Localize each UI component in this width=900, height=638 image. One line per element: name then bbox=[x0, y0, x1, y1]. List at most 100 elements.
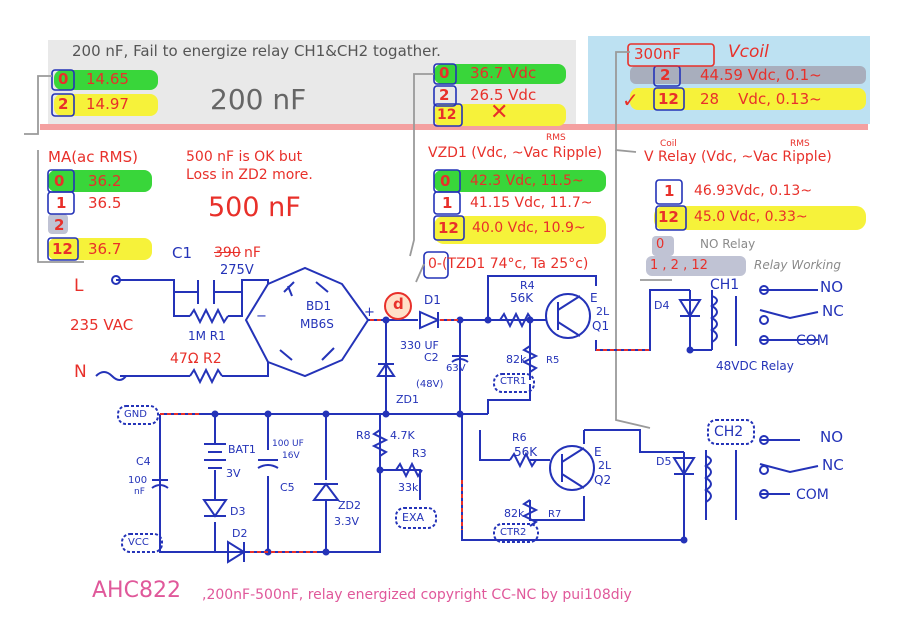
tr-val-2: 44.59 Vdc, 0.1~ bbox=[700, 66, 822, 84]
gnd-tag bbox=[117, 405, 159, 425]
ch1-nc-contact bbox=[759, 315, 769, 325]
r5-resistor bbox=[521, 345, 539, 373]
lbl-gnd: GND bbox=[124, 409, 147, 420]
hl-tm-12 bbox=[434, 104, 566, 126]
d1-diode bbox=[419, 310, 441, 330]
divider-band bbox=[40, 124, 868, 130]
ch2-no-contact bbox=[759, 435, 769, 445]
bd1-diode-b bbox=[315, 281, 329, 293]
lbl-q1: Q1 bbox=[592, 319, 610, 333]
lbl-d4: D4 bbox=[654, 299, 670, 312]
gray-connectors bbox=[24, 51, 672, 429]
ma-ch-2: 2 bbox=[54, 216, 65, 234]
r3-resistor bbox=[395, 461, 423, 479]
vr-coil: Coil bbox=[660, 139, 677, 149]
hl-vr-0 bbox=[652, 236, 674, 256]
lbl-ch2-no: NO bbox=[820, 428, 844, 446]
relay-output-lines bbox=[790, 289, 818, 341]
lbl-ctr2: CTR2 bbox=[500, 527, 527, 538]
lbl-r8-val: 4.7K bbox=[390, 429, 415, 442]
lbl-r2: 47Ω R2 bbox=[170, 351, 222, 367]
lbl-d5: D5 bbox=[656, 455, 672, 468]
lbl-ch1-com: COM bbox=[796, 333, 829, 349]
lbl-q1-e: E bbox=[590, 291, 598, 305]
vr-val-1: 46.93Vdc, 0.13~ bbox=[694, 183, 813, 199]
lbl-d3: D3 bbox=[230, 505, 246, 518]
lbl-r5-val: 82k bbox=[506, 353, 527, 366]
vr-working-ch: 1 , 2 , 12 bbox=[650, 258, 708, 273]
tl-ch-2: 2 bbox=[58, 95, 69, 113]
lbl-zd2-v: 3.3V bbox=[334, 515, 360, 528]
hl-tm-2 bbox=[434, 86, 566, 106]
lbl-minus: − bbox=[256, 309, 267, 324]
hl-tm-0 bbox=[434, 64, 566, 84]
l-terminal bbox=[111, 275, 121, 285]
lbl-r7-val: 82k bbox=[504, 507, 525, 520]
vz-temp: 0-(TZD1 74°c, Ta 25°c) bbox=[428, 256, 589, 272]
tr-vcoil: Vcoil bbox=[728, 42, 769, 62]
vz-val-12: 40.0 Vdc, 10.9~ bbox=[472, 220, 586, 236]
lbl-c1-v: 275V bbox=[220, 263, 254, 278]
footer-brand: AHC822 bbox=[92, 578, 181, 603]
vr-no-relay-ch: 0 bbox=[656, 237, 665, 252]
lbl-r3-val: 33k bbox=[398, 481, 419, 494]
hl-ma-2 bbox=[48, 214, 68, 234]
zd2-zener bbox=[312, 482, 340, 501]
lbl-r1: 1M R1 bbox=[188, 329, 226, 343]
ma-ch-1: 1 bbox=[56, 194, 67, 212]
vz-ch-1: 1 bbox=[442, 194, 453, 212]
lbl-c5-v: 16V bbox=[282, 451, 300, 461]
note-500-line2: Loss in ZD2 more. bbox=[186, 167, 313, 183]
ch2-nc-contact bbox=[759, 465, 769, 475]
hl-vr-working bbox=[646, 256, 746, 276]
tr-val-12: 28 Vdc, 0.13~ bbox=[700, 90, 822, 108]
r6-resistor bbox=[509, 451, 537, 469]
q2-internals bbox=[561, 447, 585, 489]
ctr2-tag bbox=[493, 523, 539, 543]
lbl-exa: EXA bbox=[402, 511, 425, 524]
lbl-vcc: VCC bbox=[128, 537, 149, 548]
d2-diode bbox=[227, 540, 246, 564]
vr-title: V Relay (Vdc, ~Vac Ripple) bbox=[644, 149, 832, 165]
tm-val-2: 26.5 Vdc bbox=[470, 86, 537, 104]
vz-ch-0: 0 bbox=[440, 172, 451, 190]
ch2-tag bbox=[707, 419, 755, 445]
vr-working-text: Relay Working bbox=[754, 258, 841, 272]
hl-tl-2 bbox=[54, 94, 158, 116]
top-left-title: 200 nF, Fail to energize relay CH1&CH2 t… bbox=[72, 42, 441, 60]
ch1-com-contact bbox=[759, 335, 769, 345]
c2-capacitor bbox=[451, 355, 469, 363]
lbl-bd1-part: MB6S bbox=[300, 317, 334, 331]
c4-capacitor bbox=[151, 479, 169, 489]
tr-ch-12: 12 bbox=[658, 90, 679, 108]
lbl-l: L bbox=[74, 276, 84, 296]
lbl-relay: 48VDC Relay bbox=[716, 359, 794, 373]
d3-diode bbox=[202, 499, 228, 518]
lbl-r4: R4 bbox=[520, 279, 535, 292]
lbl-bat1-v: 3V bbox=[226, 467, 241, 480]
bd1-diode-a bbox=[283, 281, 295, 297]
lbl-c1-new: nF bbox=[244, 245, 261, 261]
bat1-battery bbox=[204, 443, 226, 469]
lbl-c2: C2 bbox=[424, 351, 439, 364]
hl-ma-12 bbox=[48, 238, 152, 260]
note-500-line1: 500 nF is OK but bbox=[186, 149, 303, 165]
ch1-coil bbox=[710, 295, 718, 343]
lbl-c5: C5 bbox=[280, 481, 295, 494]
ch2-com-contact bbox=[759, 489, 769, 499]
q1-transistor bbox=[545, 293, 591, 339]
lbl-ch2-nc: NC bbox=[822, 456, 844, 474]
hl-tl-0 bbox=[54, 70, 158, 90]
lbl-ctr1: CTR1 bbox=[500, 376, 527, 387]
lbl-c2-val: 330 UF bbox=[400, 339, 439, 352]
lbl-r5: R5 bbox=[546, 355, 560, 366]
lbl-c2-v: 63V bbox=[446, 363, 466, 374]
hl-tr-12 bbox=[630, 88, 866, 110]
vr-ch-1: 1 bbox=[664, 182, 675, 200]
vr-ch-12: 12 bbox=[658, 208, 679, 226]
lbl-r3: R3 bbox=[412, 447, 427, 460]
lbl-bd1: BD1 bbox=[306, 299, 332, 313]
lbl-q2-2l: 2L bbox=[598, 459, 612, 472]
